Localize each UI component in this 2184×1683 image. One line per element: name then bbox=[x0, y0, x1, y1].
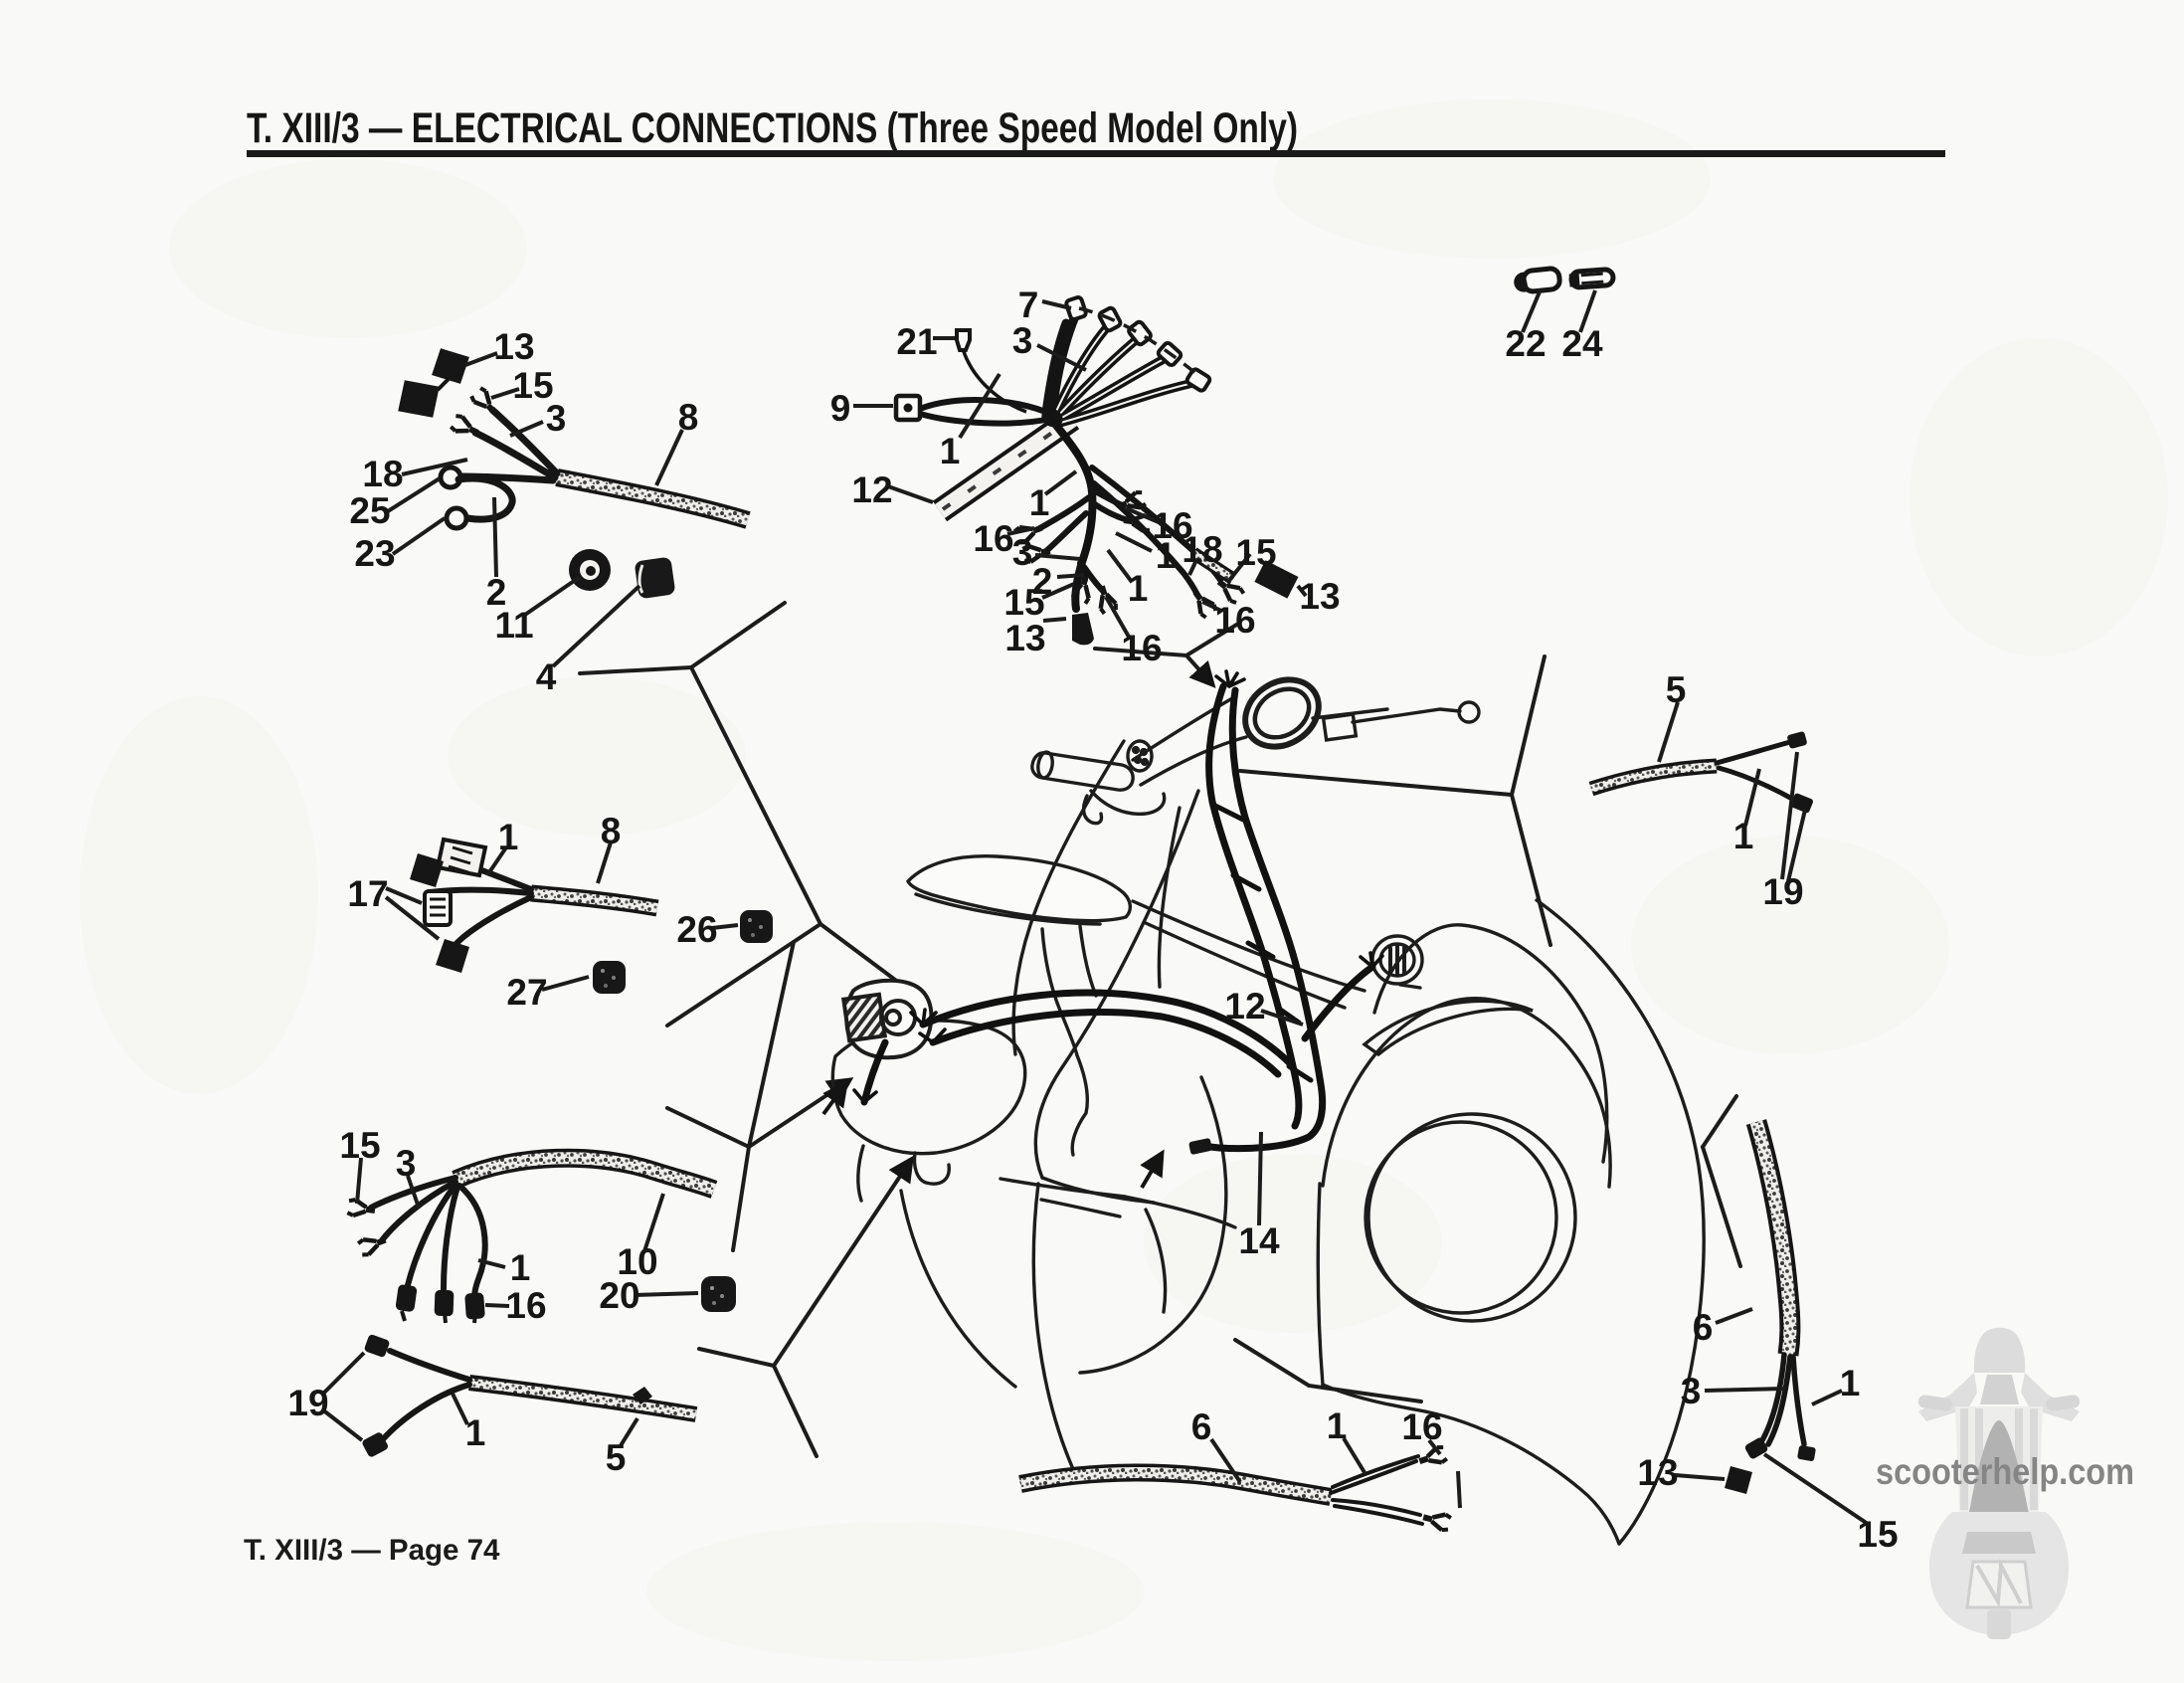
svg-text:26: 26 bbox=[676, 909, 717, 950]
svg-text:3: 3 bbox=[396, 1143, 417, 1184]
svg-text:16: 16 bbox=[1121, 628, 1162, 668]
svg-text:12: 12 bbox=[1224, 986, 1265, 1027]
svg-text:13: 13 bbox=[1299, 576, 1340, 617]
svg-text:4: 4 bbox=[536, 656, 557, 697]
svg-text:15: 15 bbox=[1857, 1514, 1898, 1555]
svg-text:11: 11 bbox=[494, 605, 533, 646]
svg-text:15: 15 bbox=[1003, 582, 1044, 623]
svg-text:5: 5 bbox=[606, 1437, 627, 1478]
svg-text:1: 1 bbox=[1733, 816, 1754, 856]
svg-text:9: 9 bbox=[830, 388, 851, 429]
svg-text:1: 1 bbox=[465, 1412, 486, 1453]
svg-text:2: 2 bbox=[486, 572, 507, 613]
svg-text:25: 25 bbox=[349, 490, 390, 531]
svg-text:2: 2 bbox=[1032, 561, 1053, 602]
svg-text:14: 14 bbox=[1238, 1220, 1280, 1261]
svg-text:27: 27 bbox=[506, 972, 547, 1013]
svg-text:6: 6 bbox=[1693, 1307, 1714, 1348]
svg-text:18: 18 bbox=[1182, 529, 1222, 570]
svg-text:1: 1 bbox=[510, 1247, 531, 1288]
svg-text:1: 1 bbox=[1029, 482, 1050, 523]
svg-text:23: 23 bbox=[354, 533, 395, 574]
svg-text:13: 13 bbox=[493, 326, 534, 367]
svg-text:3: 3 bbox=[1681, 1371, 1702, 1411]
svg-text:T. XIII/3 — ELECTRICAL CONNECT: T. XIII/3 — ELECTRICAL CONNECTIONS (Thre… bbox=[247, 104, 1298, 152]
svg-text:17: 17 bbox=[347, 873, 388, 914]
svg-text:1: 1 bbox=[1128, 568, 1149, 609]
svg-text:24: 24 bbox=[1561, 323, 1603, 364]
svg-text:19: 19 bbox=[1762, 871, 1803, 912]
svg-text:8: 8 bbox=[601, 811, 622, 851]
svg-text:1: 1 bbox=[1327, 1405, 1348, 1446]
svg-text:1: 1 bbox=[498, 817, 519, 857]
svg-text:12: 12 bbox=[851, 469, 892, 510]
svg-text:16: 16 bbox=[973, 518, 1013, 559]
svg-text:1: 1 bbox=[940, 431, 961, 471]
svg-text:16: 16 bbox=[1214, 600, 1255, 641]
svg-text:T. XIII/3 — Page 74: T. XIII/3 — Page 74 bbox=[244, 1534, 500, 1567]
svg-text:18: 18 bbox=[362, 454, 403, 494]
svg-text:15: 15 bbox=[339, 1125, 380, 1166]
svg-text:19: 19 bbox=[287, 1383, 328, 1423]
svg-text:16: 16 bbox=[505, 1285, 546, 1326]
svg-text:8: 8 bbox=[678, 397, 699, 438]
svg-text:10: 10 bbox=[617, 1241, 657, 1282]
svg-text:3: 3 bbox=[546, 398, 567, 439]
svg-text:3: 3 bbox=[1012, 532, 1033, 573]
svg-text:13: 13 bbox=[1637, 1452, 1678, 1493]
svg-text:15: 15 bbox=[512, 365, 553, 406]
svg-text:16: 16 bbox=[1152, 505, 1192, 546]
svg-text:3: 3 bbox=[1012, 320, 1033, 361]
svg-text:1: 1 bbox=[1840, 1363, 1861, 1403]
svg-text:15: 15 bbox=[1235, 532, 1276, 573]
svg-text:20: 20 bbox=[599, 1275, 639, 1316]
svg-text:7: 7 bbox=[1018, 284, 1039, 325]
svg-text:22: 22 bbox=[1505, 323, 1546, 364]
svg-text:21: 21 bbox=[896, 321, 937, 362]
svg-text:1: 1 bbox=[1156, 535, 1177, 576]
svg-text:16: 16 bbox=[1401, 1406, 1442, 1447]
svg-text:13: 13 bbox=[1004, 618, 1045, 658]
svg-text:6: 6 bbox=[1191, 1406, 1212, 1447]
svg-text:5: 5 bbox=[1666, 669, 1687, 710]
svg-text:scooterhelp.com: scooterhelp.com bbox=[1876, 1451, 2134, 1492]
